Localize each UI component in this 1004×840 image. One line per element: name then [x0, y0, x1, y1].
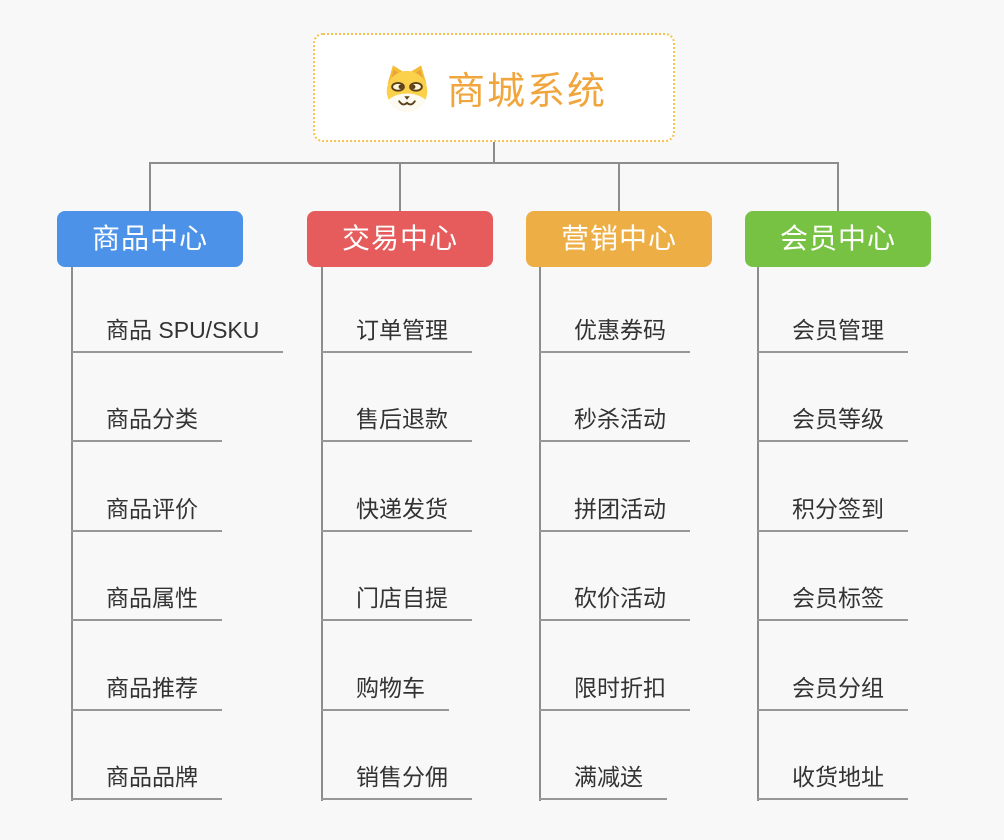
branch-column-trade: 订单管理 售后退款 快递发货 门店自提 购物车 销售分佣 — [321, 0, 472, 840]
leaf-node[interactable]: 商品推荐 — [71, 673, 222, 711]
leaf-node[interactable]: 商品分类 — [71, 404, 222, 442]
leaf-node[interactable]: 门店自提 — [321, 583, 472, 621]
leaf-node[interactable]: 订单管理 — [321, 315, 472, 353]
branch-column-member: 会员管理 会员等级 积分签到 会员标签 会员分组 收货地址 — [757, 0, 908, 840]
leaf-node[interactable]: 收货地址 — [757, 762, 908, 800]
leaf-node[interactable]: 商品 SPU/SKU — [71, 315, 284, 353]
root-title: 商城系统 — [446, 71, 607, 113]
connector-root-stem — [493, 142, 495, 164]
leaf-node[interactable]: 会员分组 — [757, 673, 908, 711]
connector-trunk — [757, 267, 759, 801]
branch-header-member[interactable]: 会员中心 — [745, 211, 931, 267]
branch-column-marketing: 优惠券码 秒杀活动 拼团活动 砍价活动 限时折扣 满减送 — [539, 0, 690, 840]
connector-bus — [149, 162, 839, 164]
connector-drop-trade — [399, 162, 401, 211]
leaf-node[interactable]: 秒杀活动 — [539, 404, 690, 442]
leaf-node[interactable]: 会员管理 — [757, 315, 908, 353]
connector-trunk — [539, 267, 541, 801]
branch-header-trade[interactable]: 交易中心 — [307, 211, 493, 267]
leaf-node[interactable]: 限时折扣 — [539, 673, 690, 711]
leaf-node[interactable]: 积分签到 — [757, 494, 908, 532]
connector-drop-member — [837, 162, 839, 211]
leaf-node[interactable]: 购物车 — [321, 673, 449, 711]
leaf-node[interactable]: 拼团活动 — [539, 494, 690, 532]
leaf-node[interactable]: 会员等级 — [757, 404, 908, 442]
leaf-node[interactable]: 商品评价 — [71, 494, 222, 532]
leaf-node[interactable]: 会员标签 — [757, 583, 908, 621]
root-node[interactable]: 商城系统 — [313, 33, 675, 142]
leaf-node[interactable]: 砍价活动 — [539, 583, 690, 621]
leaf-node[interactable]: 满减送 — [539, 762, 667, 800]
branch-header-goods[interactable]: 商品中心 — [57, 211, 243, 267]
leaf-node[interactable]: 商品属性 — [71, 583, 222, 621]
connector-trunk — [71, 267, 73, 801]
branch-header-marketing[interactable]: 营销中心 — [526, 211, 712, 267]
leaf-node[interactable]: 售后退款 — [321, 404, 472, 442]
leaf-node[interactable]: 优惠券码 — [539, 315, 690, 353]
branch-column-goods: 商品 SPU/SKU 商品分类 商品评价 商品属性 商品推荐 商品品牌 — [71, 0, 284, 840]
leaf-node[interactable]: 商品品牌 — [71, 762, 222, 800]
connector-drop-marketing — [618, 162, 620, 211]
leaf-node[interactable]: 销售分佣 — [321, 762, 472, 800]
connector-trunk — [321, 267, 323, 801]
doge-icon — [386, 64, 428, 111]
connector-drop-goods — [149, 162, 151, 211]
leaf-node[interactable]: 快递发货 — [321, 494, 472, 532]
